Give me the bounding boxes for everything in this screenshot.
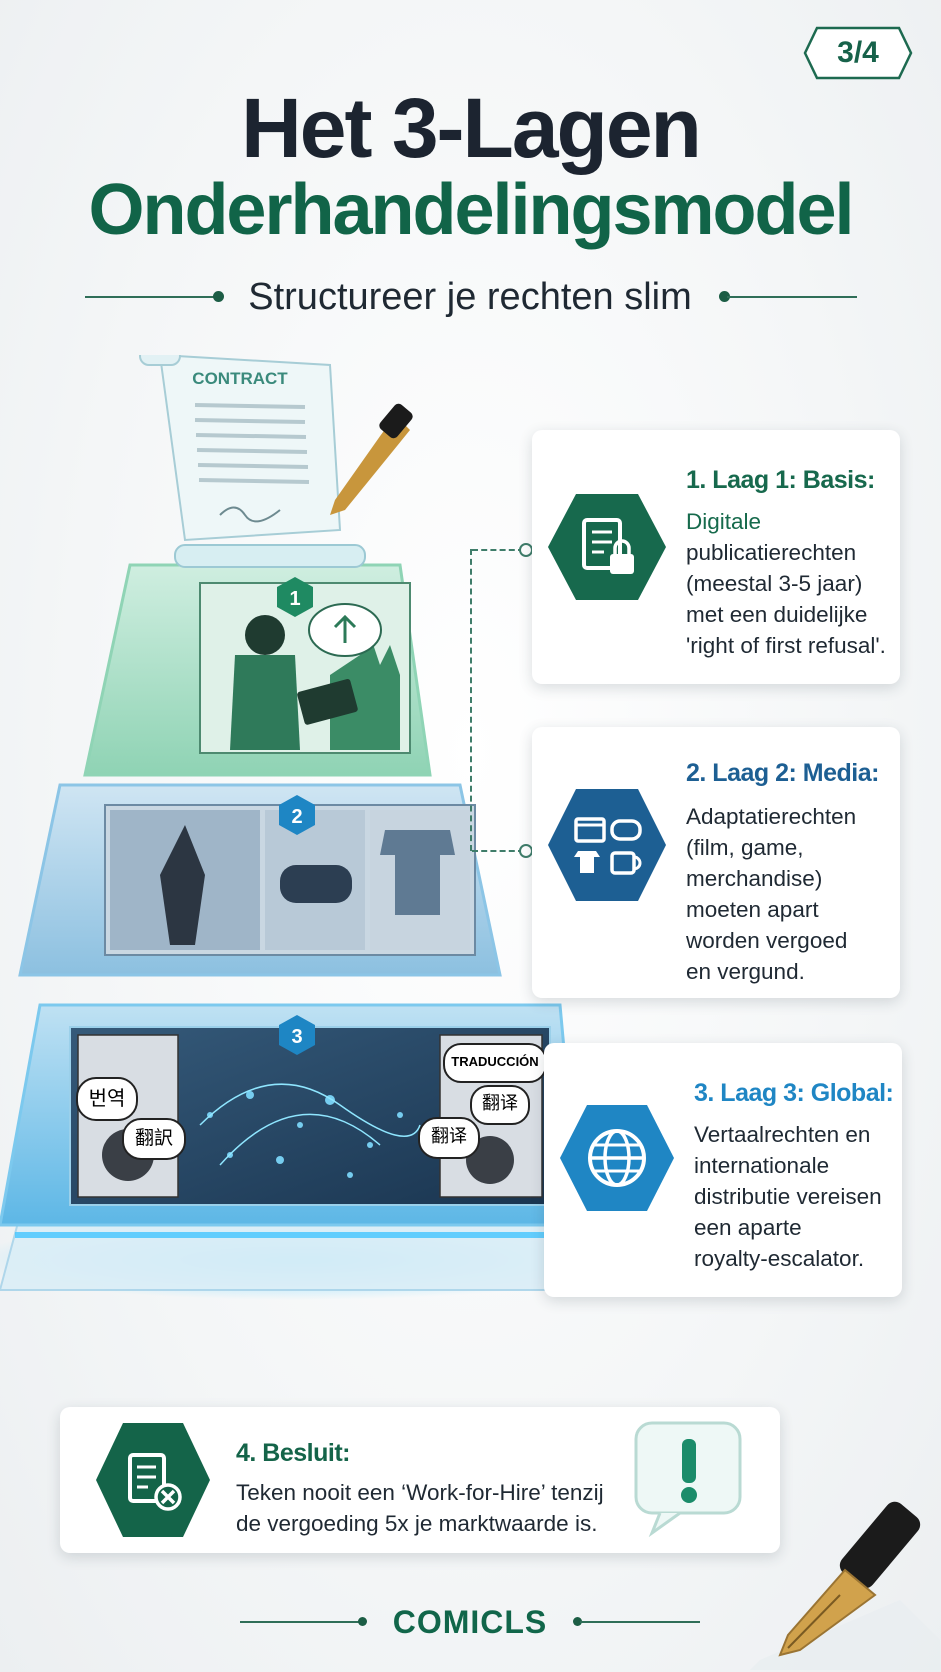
footer-dot-left xyxy=(358,1617,367,1626)
pyramid-illustration: 3 2 1 CONTRACT xyxy=(0,355,640,1355)
subtitle: Structureer je rechten slim xyxy=(248,276,692,318)
layer1-heading: 1. Laag 1: Basis: xyxy=(686,466,875,494)
connector-dot-bottom xyxy=(519,844,533,858)
connector-top xyxy=(472,549,524,551)
layer1-body: Digitale publicatierechten (meestal 3-5 … xyxy=(686,506,886,661)
tier1-number: 1 xyxy=(289,588,300,610)
speech-bubble-japanese: 翻訳 xyxy=(122,1118,186,1160)
footer-divider-left xyxy=(240,1621,360,1623)
layer1-line4: met een duidelijke xyxy=(686,602,868,627)
layer1-card: 1. Laag 1: Basis: Digitale publicatierec… xyxy=(532,430,900,684)
speech-bubble-korean: 번역 xyxy=(76,1077,138,1121)
media-rights-icon xyxy=(548,789,666,901)
layer3-heading: 3. Laag 3: Global: xyxy=(694,1079,894,1107)
layer2-line3: merchandise) xyxy=(686,866,823,891)
layer2-card: 2. Laag 2: Media: Adaptatierechten (film… xyxy=(532,727,900,998)
layer1-line1: Digitale xyxy=(686,509,762,534)
conclusion-line1: Teken nooit een ‘Work-for-Hire’ tenzij xyxy=(236,1480,604,1505)
layer1-line2: publicatierechten xyxy=(686,540,857,565)
layer3-line4: een aparte xyxy=(694,1215,802,1240)
footer-dot-right xyxy=(573,1617,582,1626)
conclusion-card: 4. Besluit: Teken nooit een ‘Work-for-Hi… xyxy=(60,1407,780,1553)
layer2-body: Adaptatierechten (film, game, merchandis… xyxy=(686,801,856,987)
speech-bubble-spanish: TRADUCCIÓN xyxy=(443,1043,547,1083)
connector-bottom xyxy=(472,850,524,852)
layer3-card: 3. Laag 3: Global: Vertaalrechten en int… xyxy=(544,1043,902,1297)
connector-vertical xyxy=(470,549,472,851)
layer3-line3: distributie vereisen xyxy=(694,1184,882,1209)
tier2-number: 2 xyxy=(291,806,302,828)
layer3-line1: Vertaalrechten en xyxy=(694,1122,871,1147)
page-title-line2: Onderhandelingsmodel xyxy=(88,170,854,250)
layer2-heading: 2. Laag 2: Media: xyxy=(686,759,879,787)
layer1-line3: (meestal 3-5 jaar) xyxy=(686,571,863,596)
subtitle-divider-right xyxy=(727,296,857,298)
globe-icon xyxy=(560,1105,674,1211)
layer2-line4: moeten apart xyxy=(686,897,819,922)
conclusion-heading: 4. Besluit: xyxy=(236,1439,350,1467)
footer-divider-right xyxy=(580,1621,700,1623)
conclusion-body: Teken nooit een ‘Work-for-Hire’ tenzij d… xyxy=(236,1477,604,1539)
layer2-line2: (film, game, xyxy=(686,835,804,860)
page-indicator-badge: 3/4 xyxy=(803,26,913,80)
document-reject-icon xyxy=(96,1423,210,1537)
layer3-line5: royalty-escalator. xyxy=(694,1246,865,1271)
subtitle-divider-left xyxy=(85,296,215,298)
connector-dot-top xyxy=(519,543,533,557)
fountain-pen-icon xyxy=(750,1501,940,1670)
layer2-line5: worden vergoed xyxy=(686,928,848,953)
layer3-body: Vertaalrechten en internationale distrib… xyxy=(694,1119,882,1274)
conclusion-line2: de vergoeding 5x je marktwaarde is. xyxy=(236,1511,598,1536)
subtitle-dot-right xyxy=(719,291,730,302)
exclamation-icon xyxy=(634,1421,742,1537)
layer3-line2: internationale xyxy=(694,1153,830,1178)
layer1-line5: 'right of first refusal'. xyxy=(686,633,886,658)
speech-bubble-chinese-1: 翻译 xyxy=(470,1085,530,1125)
footer: COMICLS xyxy=(240,1600,700,1644)
layer2-line6: en vergund. xyxy=(686,959,805,984)
footer-brand: COMICLS xyxy=(392,1604,548,1640)
document-lock-icon xyxy=(548,494,666,600)
layer2-line1: Adaptatierechten xyxy=(686,804,857,829)
subtitle-row: Structureer je rechten slim xyxy=(85,272,857,322)
page-title-line1: Het 3-Lagen xyxy=(241,81,702,175)
contract-label: CONTRACT xyxy=(192,369,288,388)
speech-bubble-chinese-2: 翻译 xyxy=(418,1117,480,1159)
tier3-number: 3 xyxy=(291,1026,302,1048)
subtitle-dot-left xyxy=(213,291,224,302)
page-indicator: 3/4 xyxy=(837,36,879,69)
